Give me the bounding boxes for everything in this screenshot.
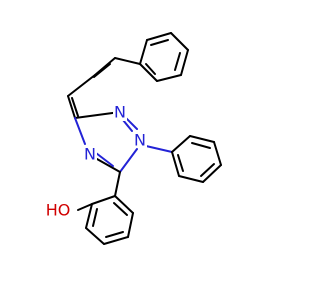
phenol-ring xyxy=(77,171,134,245)
label-bg xyxy=(83,145,97,163)
bond xyxy=(114,57,141,65)
bond xyxy=(67,95,76,119)
label-bg xyxy=(44,201,72,219)
bond xyxy=(145,145,173,153)
bond xyxy=(85,203,93,229)
bond xyxy=(95,152,114,167)
atom-n-left: N xyxy=(84,145,96,164)
bond-inner xyxy=(200,163,215,177)
bond-inner xyxy=(191,142,211,149)
label-bg xyxy=(133,130,147,148)
bond xyxy=(119,148,138,173)
styryl-phenyl-ring xyxy=(139,32,189,82)
bond xyxy=(103,236,129,245)
n-phenyl-ring xyxy=(145,135,222,183)
label-bg xyxy=(113,103,127,121)
bond xyxy=(74,111,121,119)
bond xyxy=(139,63,158,82)
bond-inner xyxy=(177,154,184,172)
bond xyxy=(156,74,182,82)
atom-n-right: N xyxy=(134,131,146,150)
vinyl-linker xyxy=(67,57,141,119)
bond xyxy=(178,175,204,183)
molecule-structure: N N N HO xyxy=(44,32,222,245)
atom-n-upper: N xyxy=(114,103,126,122)
bond-inner xyxy=(150,39,169,46)
bond xyxy=(114,195,134,214)
bond-inner xyxy=(145,63,156,75)
bond xyxy=(171,135,191,153)
bond xyxy=(180,49,189,76)
bond xyxy=(96,158,121,173)
bond xyxy=(114,171,121,197)
bond-double xyxy=(71,97,79,117)
bond xyxy=(213,141,222,166)
bond xyxy=(139,39,148,65)
bond xyxy=(127,212,134,238)
bond xyxy=(122,119,133,132)
atom-hydroxyl: HO xyxy=(46,201,71,220)
bond-inner xyxy=(92,208,98,227)
bond xyxy=(77,203,93,211)
bond xyxy=(171,151,180,177)
bond-double xyxy=(93,63,111,78)
bond-inner xyxy=(113,202,128,216)
atom-labels: N N N HO xyxy=(44,103,147,220)
bond xyxy=(85,227,105,245)
bond xyxy=(202,164,222,183)
bond xyxy=(74,117,86,145)
bond xyxy=(189,135,215,143)
bond xyxy=(170,32,189,51)
bond xyxy=(94,57,116,76)
bond xyxy=(91,195,116,205)
bond-inner xyxy=(174,52,181,71)
bond-inner xyxy=(105,231,124,238)
bond xyxy=(146,32,172,41)
bond xyxy=(67,74,96,97)
